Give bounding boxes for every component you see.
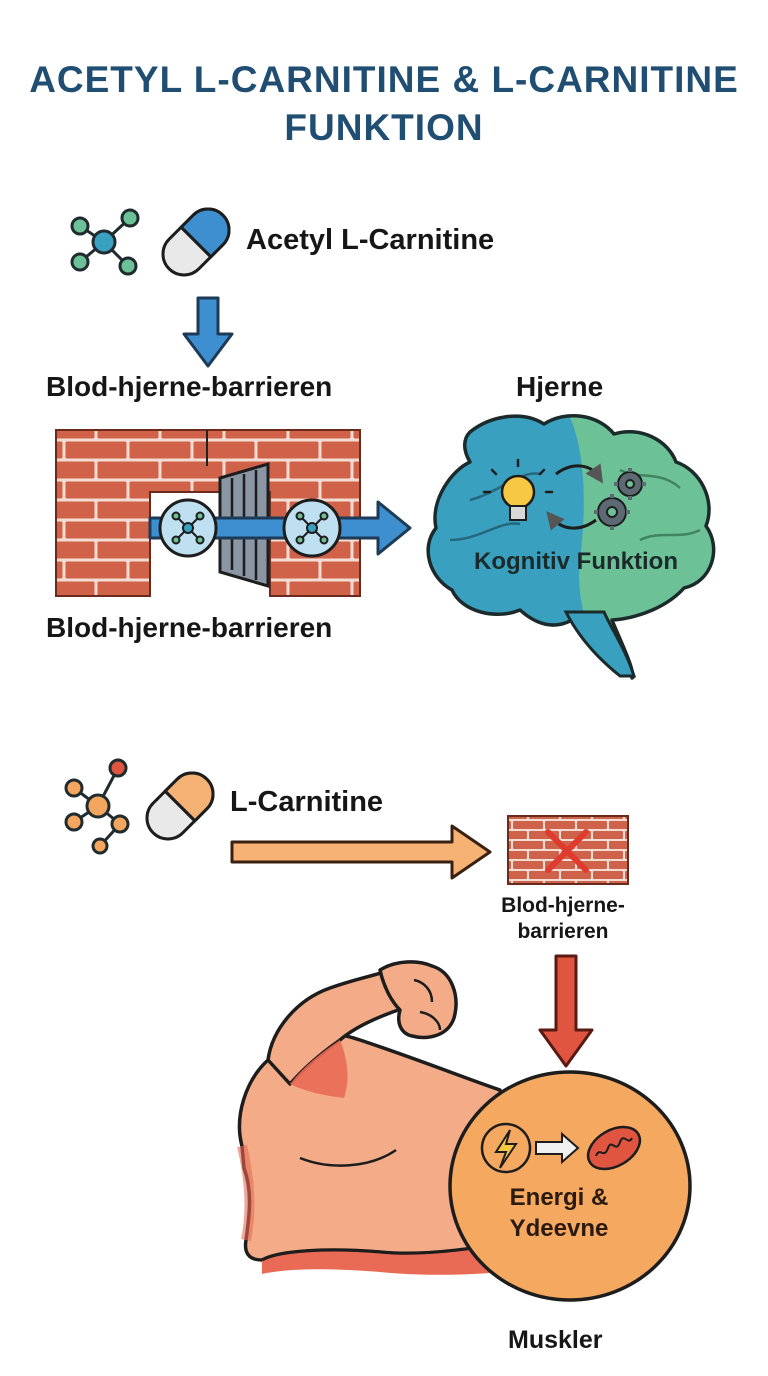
down-arrow-red [538,954,594,1068]
capsule-icon-blue [161,207,231,277]
blood-brain-barrier-wall [55,429,361,597]
brain-illustration [426,413,716,680]
barrier-label-top: Blod-hjerne-barrieren [46,371,333,402]
capsule-icon-orange [145,771,215,841]
molecule-icon-teal [70,208,140,276]
molecule-bubble-left [158,498,218,558]
lightning-icon [480,1122,532,1174]
brain-label: Hjerne [516,371,604,402]
lightbulb-icon [482,458,554,521]
small-right-arrow [535,1131,580,1165]
blocked-x-icon [545,829,589,873]
molecule-bubble-right [282,498,342,558]
acetyl-l-carnitine-label: Acetyl L-Carnitine [246,224,495,256]
molecule-icon-orange [64,758,130,855]
cycle-arrows-icon [546,463,603,531]
mitochondria-icon [586,1125,642,1171]
barrier-label-bottom: Blod-hjerne-barrieren [46,612,333,643]
blocked-barrier-icon [507,815,629,885]
cognitive-function-label: Kognitiv Funktion [474,548,678,575]
gears-icon [594,468,646,530]
muscle-label: Muskler [508,1326,603,1354]
l-carnitine-label: L-Carnitine [230,786,384,818]
energy-performance-label: Energi & Ydeevne [509,1184,609,1242]
down-arrow-blue [182,296,234,368]
page-title: ACETYL L-CARNITINE & L-CARNITINE FUNKTIO… [29,59,739,148]
barrier-label-small: Blod-hjerne-barrieren [501,894,625,943]
right-arrow-orange [230,824,492,880]
